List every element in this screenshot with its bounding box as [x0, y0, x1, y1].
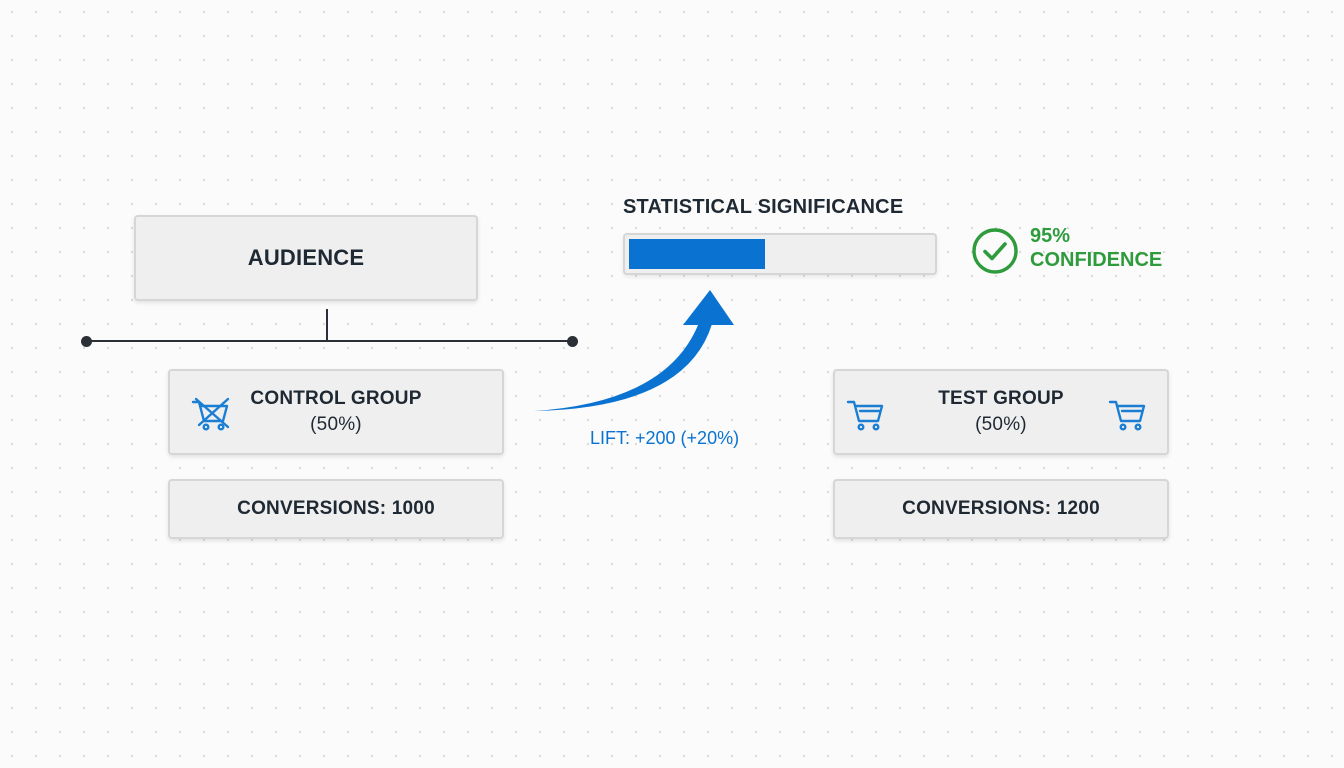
test-group-title: TEST GROUP [938, 388, 1064, 409]
lift-arrow [534, 290, 734, 411]
split-line [86, 340, 573, 342]
audience-label: AUDIENCE [247, 245, 365, 270]
significance-progress-bar [623, 233, 937, 275]
test-group-box: TEST GROUP (50%) [833, 369, 1169, 455]
significance-progress-fill [629, 239, 765, 269]
control-group-box: CONTROL GROUP (50%) [168, 369, 504, 455]
cart-icon [1107, 395, 1149, 433]
control-conversions-box: CONVERSIONS: 1000 [168, 479, 504, 539]
test-conversions-box: CONVERSIONS: 1200 [833, 479, 1169, 539]
confidence-label: CONFIDENCE [1030, 249, 1163, 271]
control-group-title: CONTROL GROUP [250, 388, 422, 409]
control-conversions-label: CONVERSIONS: 1000 [237, 498, 435, 519]
test-conversions-label: CONVERSIONS: 1200 [902, 498, 1100, 519]
confidence-text: 95% CONFIDENCE [1030, 224, 1162, 272]
cart-icon [845, 395, 887, 433]
test-group-share: (50%) [975, 414, 1027, 435]
audience-box: AUDIENCE [134, 215, 478, 301]
split-line-right-dot [567, 336, 578, 347]
confidence-value: 95% [1030, 225, 1071, 247]
lift-label: LIFT: +200 (+20%) [590, 428, 740, 448]
split-line-left-dot [81, 336, 92, 347]
significance-title: STATISTICAL SIGNIFICANCE [623, 196, 904, 218]
audience-stem-line [326, 309, 328, 341]
check-circle-icon [972, 228, 1018, 274]
cart-crossed-icon [190, 395, 232, 433]
control-group-share: (50%) [310, 414, 362, 435]
